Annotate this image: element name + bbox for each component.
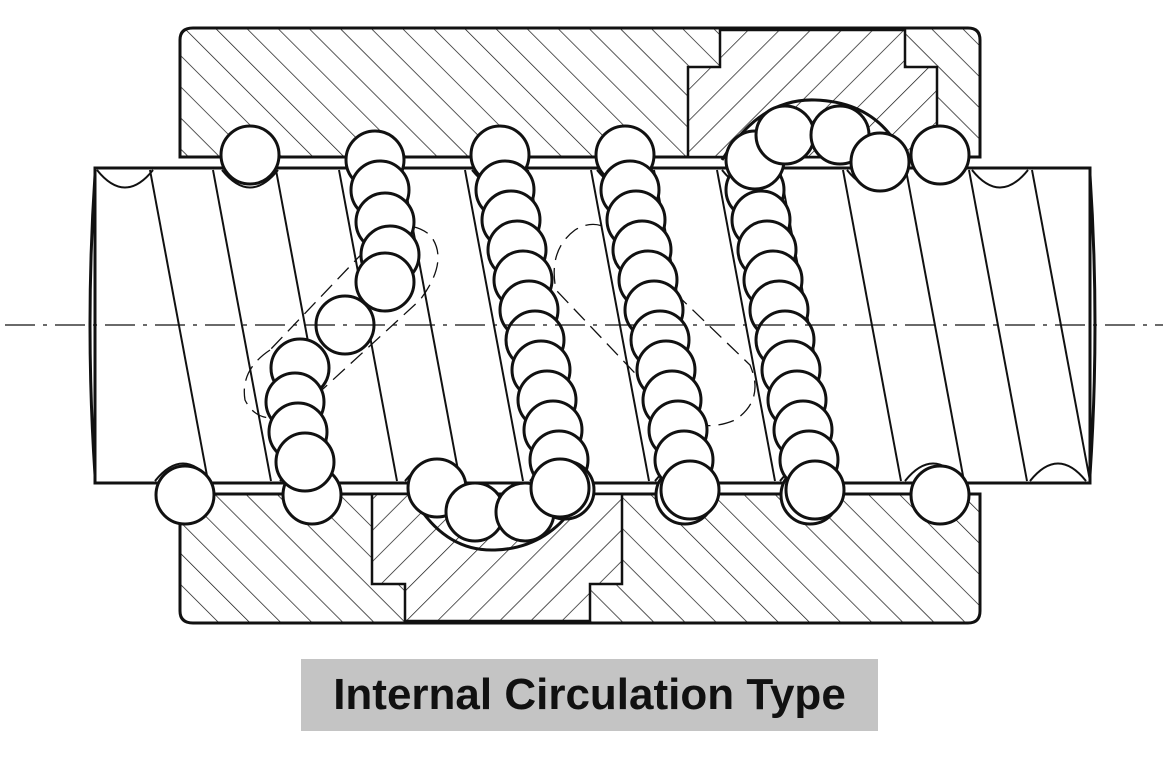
deflector-dashed-paths (243, 223, 756, 427)
ball (909, 124, 971, 186)
ball-bearings (154, 104, 971, 543)
ball (354, 251, 416, 313)
ball (529, 457, 591, 519)
ball (219, 124, 281, 186)
ball (754, 104, 816, 166)
ball (784, 459, 846, 521)
ball-screw-cross-section (5, 26, 1163, 625)
thread-notch (1029, 462, 1087, 482)
thread-notch (971, 169, 1029, 189)
thread-line (968, 169, 1028, 482)
ball (154, 464, 216, 526)
ball (849, 131, 911, 193)
thread-notch (96, 169, 154, 189)
ball (909, 464, 971, 526)
thread-notch (221, 169, 279, 189)
upper-return-groove (720, 98, 907, 161)
ball (659, 459, 721, 521)
thread-line (212, 169, 272, 482)
ball (274, 431, 336, 493)
diagram-caption: Internal Circulation Type (301, 659, 878, 731)
